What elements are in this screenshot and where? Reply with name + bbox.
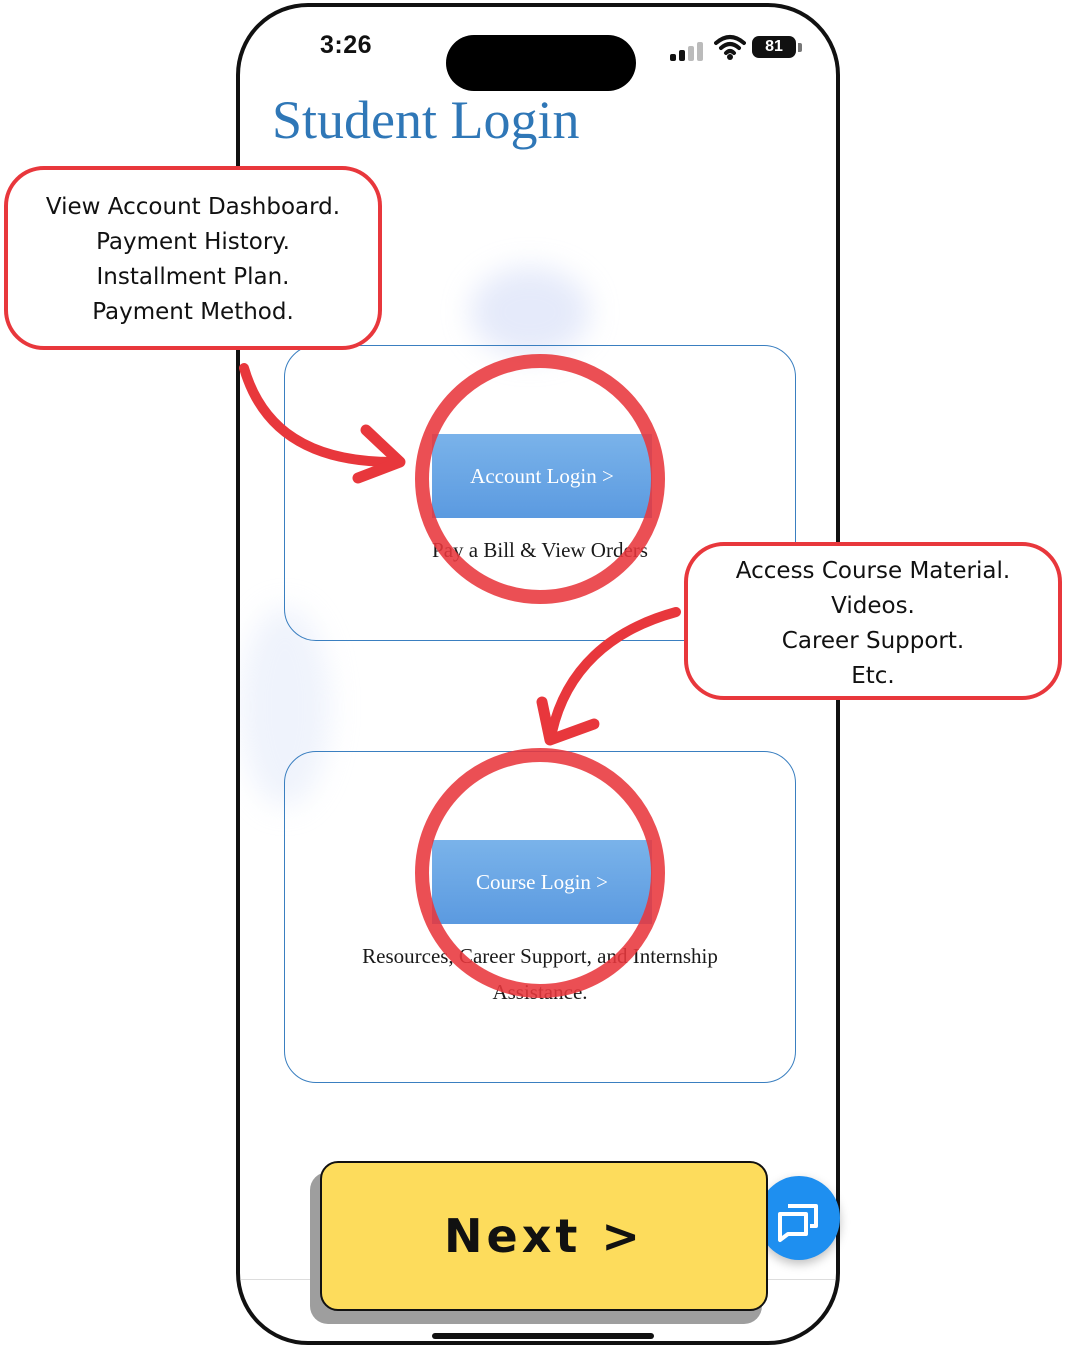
home-indicator xyxy=(432,1333,654,1339)
background-decoration xyxy=(470,267,590,357)
callout-line: Access Course Material. xyxy=(735,558,1011,584)
callout-line: Etc. xyxy=(851,663,895,689)
chat-button[interactable] xyxy=(758,1176,840,1260)
callout-line: Payment Method. xyxy=(92,299,294,325)
course-login-card: Course Login > Resources, Career Support… xyxy=(284,751,796,1083)
page-title: Student Login xyxy=(272,90,580,150)
course-login-description: Resources, Career Support, and Internshi… xyxy=(362,944,718,1004)
battery-icon: 81 xyxy=(752,36,796,58)
account-login-button[interactable]: Account Login > xyxy=(432,434,652,518)
callout-line: Payment History. xyxy=(96,229,290,255)
callout-line: Career Support. xyxy=(781,628,965,654)
battery-tip xyxy=(798,43,802,52)
callout-account-features: View Account Dashboard. Payment History.… xyxy=(4,166,382,350)
chat-icon xyxy=(778,1204,818,1242)
dynamic-island xyxy=(446,35,636,91)
callout-line: Installment Plan. xyxy=(96,264,290,290)
next-button[interactable]: Next > xyxy=(320,1161,768,1311)
callout-course-features: Access Course Material. Videos. Career S… xyxy=(684,542,1062,700)
status-time: 3:26 xyxy=(320,31,373,59)
callout-line: Videos. xyxy=(831,593,915,619)
callout-line: View Account Dashboard. xyxy=(45,194,341,220)
cellular-signal-icon xyxy=(670,41,706,61)
wifi-icon xyxy=(714,35,746,60)
course-login-button[interactable]: Course Login > xyxy=(432,840,652,924)
